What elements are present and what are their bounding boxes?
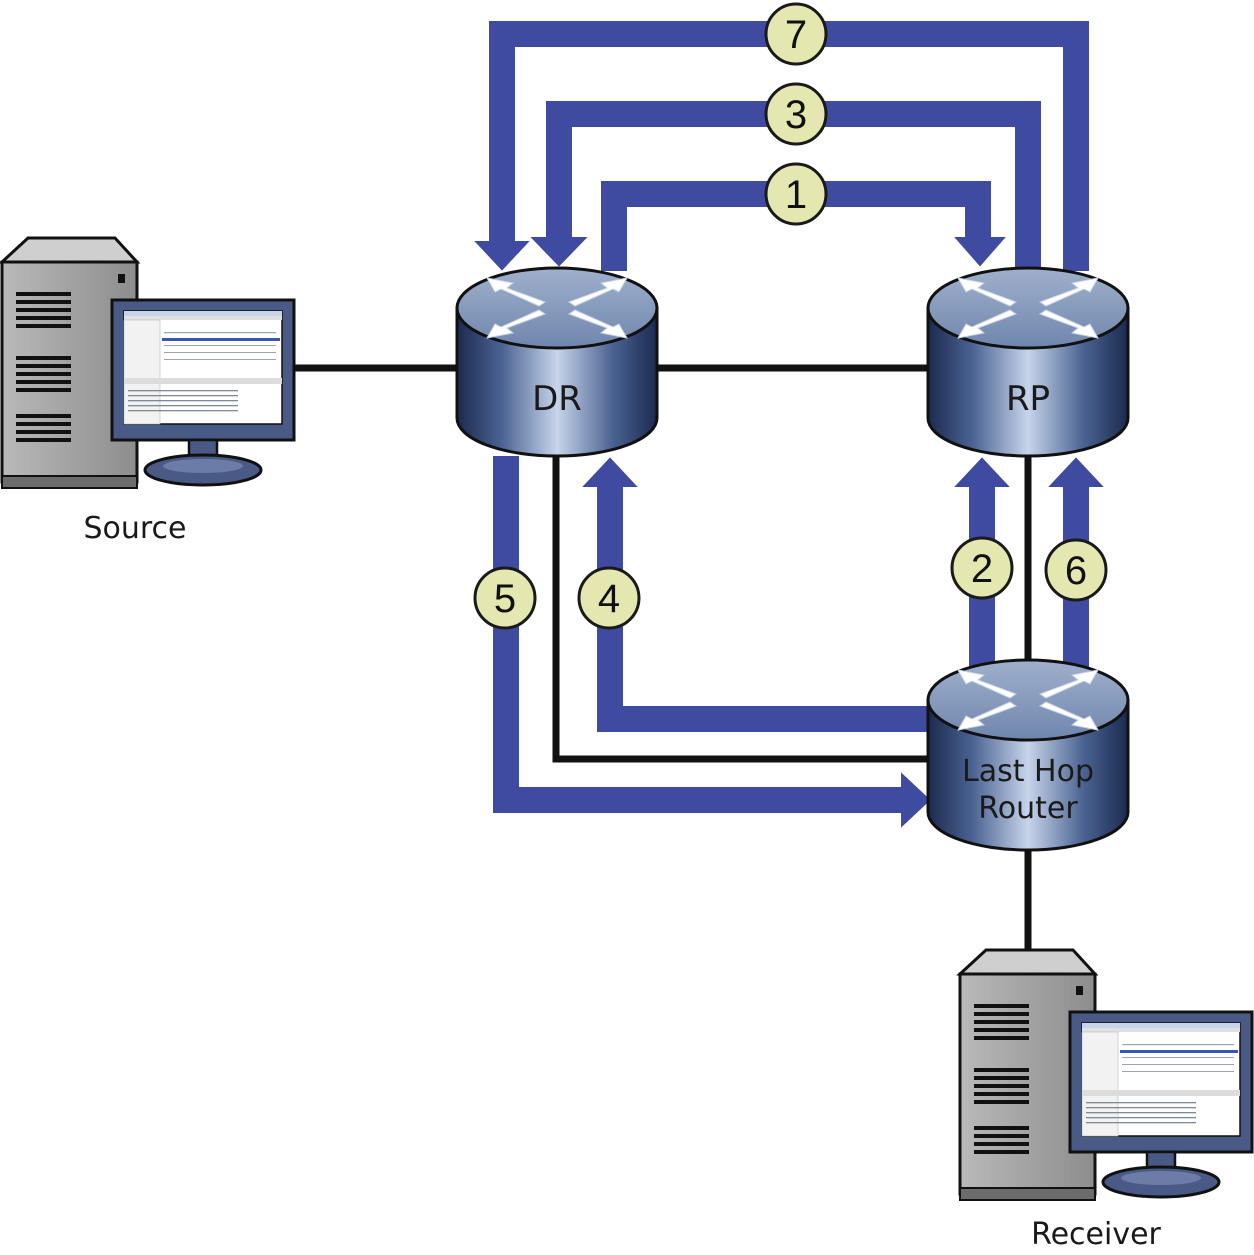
receiver-host[interactable]: Receiver xyxy=(956,948,1254,1252)
source-label: Source xyxy=(83,511,186,546)
step-badge-7-label: 7 xyxy=(785,13,807,57)
step-badge-6-label: 6 xyxy=(1065,549,1087,593)
router-last-hop-label-line1: Last Hop xyxy=(962,754,1094,789)
router-rp[interactable]: RP xyxy=(926,266,1130,458)
step-badge-2: 2 xyxy=(950,536,1014,600)
step-badge-6: 6 xyxy=(1044,538,1108,602)
link-dr-lasthop xyxy=(552,455,932,763)
step-badge-5: 5 xyxy=(473,566,537,630)
router-icon xyxy=(957,669,1099,731)
step-badge-1: 1 xyxy=(764,162,828,226)
step-badge-4-label: 4 xyxy=(598,577,620,621)
router-last-hop[interactable]: Last Hop Router xyxy=(926,658,1130,852)
step-badges: 7 3 1 2 6 5 4 xyxy=(473,2,1108,630)
step-badge-7: 7 xyxy=(764,2,828,66)
source-host[interactable]: Source xyxy=(0,236,296,546)
step-badge-3: 3 xyxy=(764,82,828,146)
router-icon xyxy=(486,277,628,339)
step-badge-3-label: 3 xyxy=(785,93,807,137)
receiver-label: Receiver xyxy=(1031,1217,1161,1252)
step-badge-1-label: 1 xyxy=(785,173,807,217)
router-dr-label: DR xyxy=(532,379,582,419)
flow-arrow-3 xyxy=(525,99,1043,270)
workstation-monitor-icon xyxy=(110,298,296,487)
router-last-hop-label-line2: Router xyxy=(978,791,1078,826)
router-rp-label: RP xyxy=(1006,379,1050,419)
network-links xyxy=(292,364,1032,950)
step-badge-5-label: 5 xyxy=(494,577,516,621)
step-badge-2-label: 2 xyxy=(971,547,993,591)
workstation-monitor-icon xyxy=(1068,1010,1254,1199)
router-dr[interactable]: DR xyxy=(455,266,659,458)
flow-arrow-1 xyxy=(599,179,1011,273)
step-badge-4: 4 xyxy=(577,566,641,630)
router-icon xyxy=(957,277,1099,339)
flow-arrow-7 xyxy=(469,19,1091,274)
